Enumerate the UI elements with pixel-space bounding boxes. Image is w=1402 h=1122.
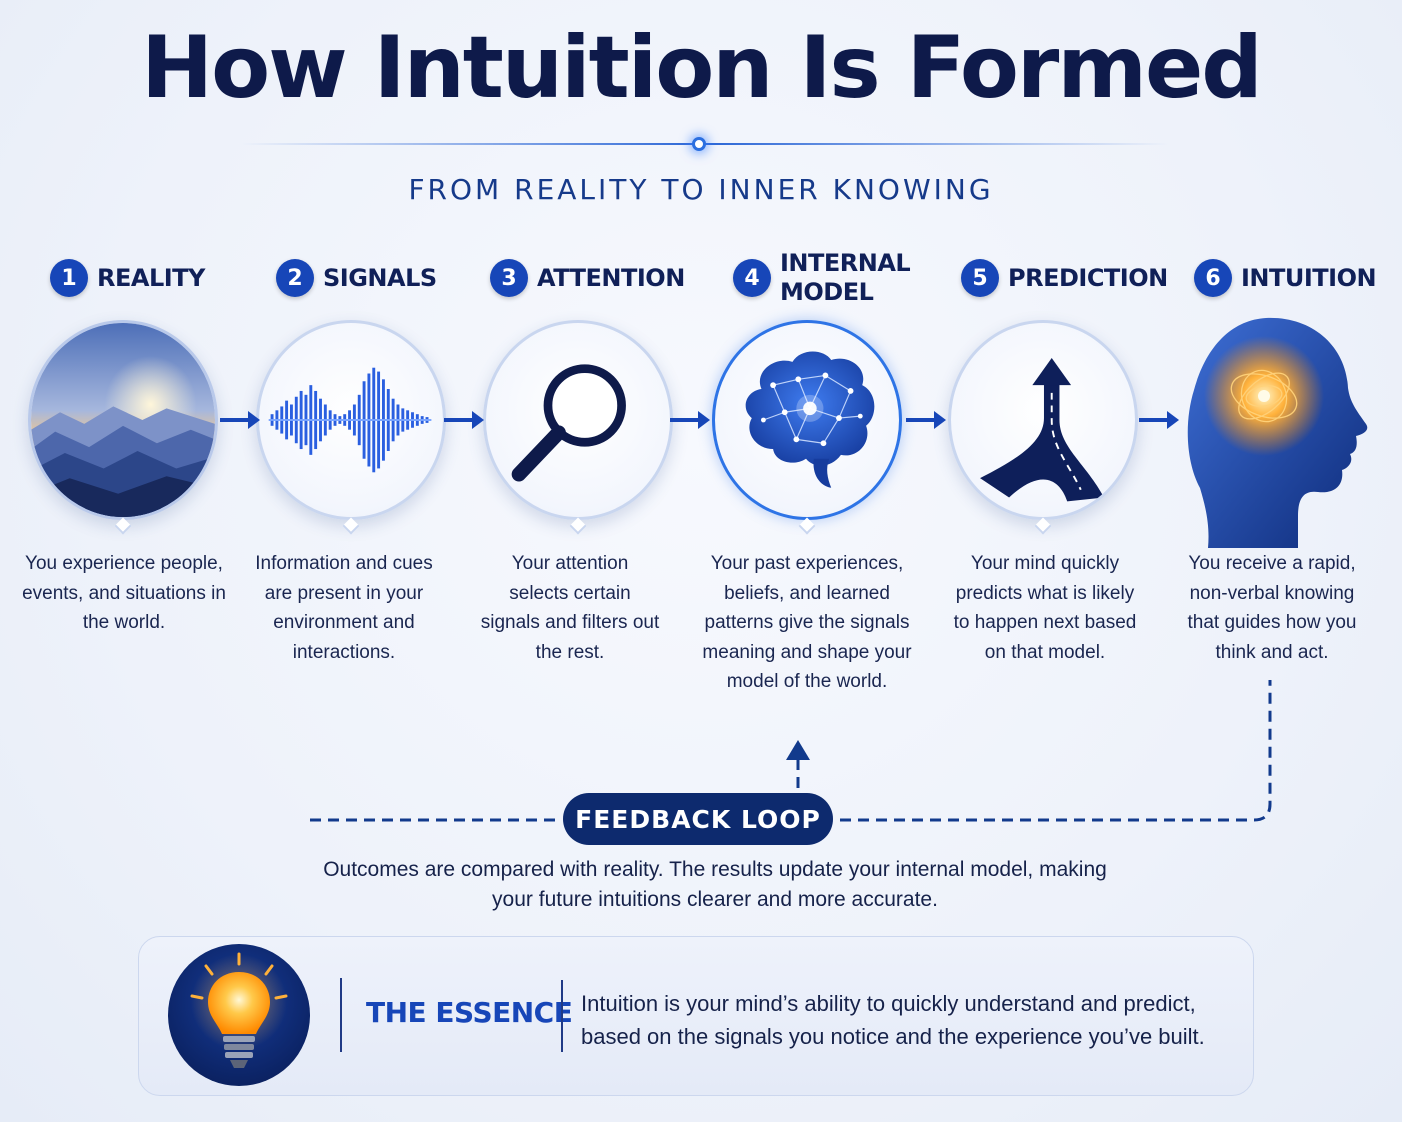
page-title: How Intuition Is Formed <box>141 18 1263 118</box>
step-5-header: 5 PREDICTION <box>961 254 1168 302</box>
intuition-figure <box>1180 312 1380 548</box>
step-2-label: SIGNALS <box>323 263 437 292</box>
step-3-number: 3 <box>490 259 528 297</box>
mountain-landscape-icon <box>31 323 215 517</box>
flow-arrow-5-6 <box>1139 411 1179 429</box>
title-divider-dot <box>692 137 706 151</box>
light-bulb-icon <box>190 952 288 1068</box>
step-5-description: Your mind quickly predicts what is likel… <box>953 553 1137 663</box>
flow-arrow-4-5 <box>906 411 946 429</box>
feedback-loop-text: Outcomes are compared with reality. The … <box>323 858 1107 911</box>
signals-disc <box>256 320 446 520</box>
step-6-description: You receive a rapid, non-verbal knowing … <box>1187 553 1357 663</box>
flow-arrow-1-2 <box>220 411 260 429</box>
road-arrow-icon <box>980 358 1105 502</box>
step-1-number: 1 <box>50 259 88 297</box>
signals-disc-pointer <box>342 517 360 535</box>
sound-wave-icon <box>268 367 432 473</box>
essence-text: Intuition is your mind’s ability to quic… <box>581 991 1205 1049</box>
prediction-disc <box>948 320 1138 520</box>
flow-arrow-2-3 <box>444 411 484 429</box>
reality-disc <box>28 320 218 520</box>
flow-arrow-3-4 <box>670 411 710 429</box>
step-1-label: REALITY <box>97 263 205 292</box>
light-bulb-badge <box>168 944 310 1086</box>
internal-model-disc <box>712 320 902 520</box>
feedback-loop-badge: FEEDBACK LOOP <box>563 793 833 845</box>
magnifying-glass-icon <box>511 364 626 482</box>
reality-disc-pointer <box>114 517 132 535</box>
attention-disc-pointer <box>569 517 587 535</box>
step-6-label: INTUITION <box>1241 263 1377 292</box>
attention-disc <box>483 320 673 520</box>
step-4-number: 4 <box>733 259 771 297</box>
essence-divider-left <box>340 978 342 1052</box>
step-6-number: 6 <box>1194 259 1232 297</box>
prediction-disc-pointer <box>1034 517 1052 535</box>
step-6-header: 6 INTUITION <box>1194 254 1377 302</box>
step-1-header: 1 REALITY <box>50 254 205 302</box>
essence-divider-right <box>561 980 563 1052</box>
step-5-label: PREDICTION <box>1008 263 1168 292</box>
step-4-header: 4 INTERNAL MODEL <box>733 249 911 306</box>
step-2-description: Information and cues are present in your… <box>255 553 433 663</box>
essence-label: THE ESSENCE <box>366 996 573 1029</box>
page-subtitle: FROM REALITY TO INNER KNOWING <box>408 173 994 206</box>
glowing-head-icon <box>1187 317 1368 548</box>
brain-network-icon <box>745 351 875 488</box>
step-2-header: 2 SIGNALS <box>276 254 437 302</box>
step-4-label: INTERNAL MODEL <box>780 249 911 307</box>
step-4-label-line2: MODEL <box>780 278 874 306</box>
step-1-description: You experience people, events, and situa… <box>22 553 226 634</box>
internal-model-disc-pointer <box>798 517 816 535</box>
essence-panel <box>138 936 1254 1096</box>
step-2-number: 2 <box>276 259 314 297</box>
step-5-number: 5 <box>961 259 999 297</box>
step-3-label: ATTENTION <box>537 263 685 292</box>
step-4-description: Your past experiences, beliefs, and lear… <box>702 553 912 693</box>
step-4-label-line1: INTERNAL <box>780 249 911 277</box>
step-3-description: Your attention selects certain signals a… <box>480 553 660 663</box>
step-3-header: 3 ATTENTION <box>490 254 685 302</box>
